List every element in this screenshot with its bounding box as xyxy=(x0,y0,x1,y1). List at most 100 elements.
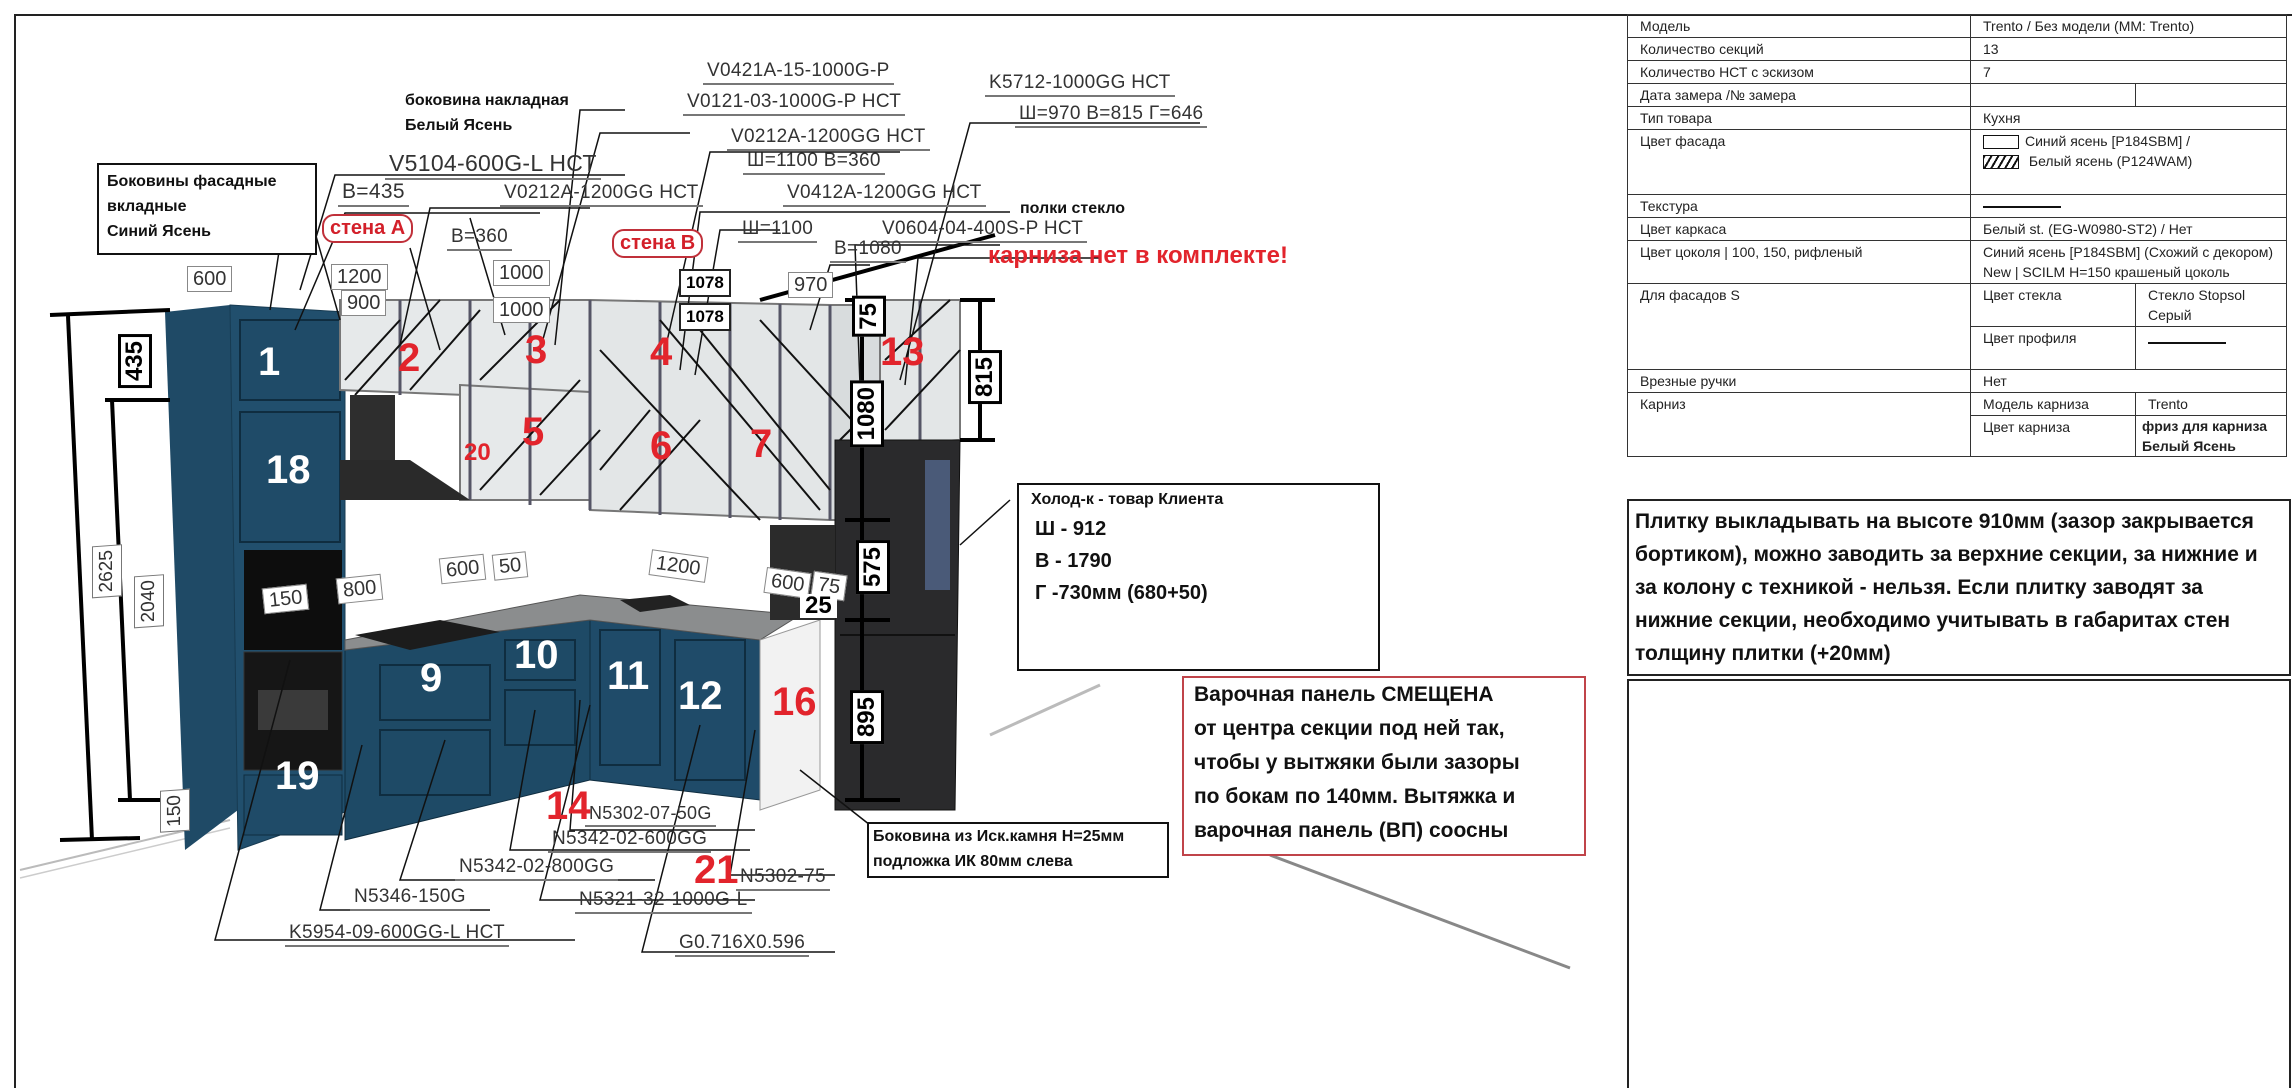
spec-key: Количество НСТ с эскизом xyxy=(1627,60,1971,84)
sink xyxy=(620,595,690,612)
spec-value: Белый st. (EG-W0980-ST2) / Нет xyxy=(1970,217,2287,241)
dim-1000-b: 1000 xyxy=(493,297,550,323)
label-v5104: V5104-600G-L НСТ xyxy=(385,150,601,180)
section-1-door xyxy=(239,319,341,401)
section-10: 10 xyxy=(514,633,559,677)
spec-row-texture: Текстура xyxy=(1627,194,2287,218)
spec-key: Текстура xyxy=(1627,194,1971,218)
no-cornice-note: карниза нет в комплекте! xyxy=(988,242,1288,269)
dim-800: 800 xyxy=(335,573,384,605)
upper-cabinets-wall-b xyxy=(589,298,831,522)
hob-offset-note: Варочная панель СМЕЩЕНА от центра секции… xyxy=(1182,676,1586,856)
facade-sides-line-1: Боковины фасадные xyxy=(107,173,277,190)
fridge-note-title: Холод-к - товар Клиента xyxy=(1031,491,1224,508)
spec-row-facade-color: Цвет фасада Синий ясень [P184SBM] / Белы… xyxy=(1627,129,2287,195)
hood-chimney xyxy=(350,395,395,460)
section-11: 11 xyxy=(607,654,650,698)
spec-table: Модель Trento / Без модели (MM: Trento) … xyxy=(1627,14,2287,457)
section-9: 9 xyxy=(420,656,443,700)
swatch-white-ash-hatch-icon xyxy=(1983,155,2019,170)
spec-value: 13 xyxy=(1970,37,2287,61)
label-v0412a: V0412A-1200GG НСТ xyxy=(783,182,986,207)
spec-value: Синий ясень [P184SBM] (Схожий с декором)… xyxy=(1970,240,2287,284)
oven-window xyxy=(258,690,328,730)
dim-1000-a: 1000 xyxy=(493,260,550,286)
hood xyxy=(340,460,470,500)
spec-subkey: Цвет профиля xyxy=(1970,326,2136,370)
dim-970: 970 xyxy=(788,272,834,298)
section-13: 13 xyxy=(880,330,925,374)
spec-key: Цвет каркаса xyxy=(1627,217,1971,241)
floor-line xyxy=(989,683,1101,737)
spec-row-plinth-color: Цвет цоколя | 100, 150, рифленый Синий я… xyxy=(1627,240,2287,284)
section-4: 4 xyxy=(650,330,673,374)
wall-b-tag: стена В xyxy=(612,229,704,258)
sheet-frame xyxy=(14,14,2292,1088)
label-shelves-glass: полки стекло xyxy=(1020,200,1126,217)
label-n5342-600: N5342-02-600GG xyxy=(548,828,712,853)
empty-dash xyxy=(1983,206,2061,209)
section-1: 1 xyxy=(258,340,281,384)
label-n5302-07: N5302-07-50G xyxy=(585,803,716,827)
section-16: 16 xyxy=(772,680,817,724)
label-n5302-75: N5302-75 xyxy=(736,866,830,891)
spec-row-sections: Количество секций 13 xyxy=(1627,37,2287,61)
facade-sides-note: Боковины фасадные вкладные Синий Ясень xyxy=(97,163,317,255)
spec-value: Синий ясень [P184SBM] / Белый ясень (P12… xyxy=(1970,129,2287,195)
dim-600-b: 600 xyxy=(438,553,487,585)
label-k5712: K5712-1000GG НСТ xyxy=(985,72,1175,97)
swatch-blue-ash-icon xyxy=(1983,135,2019,150)
label-w1100: Ш=1100 xyxy=(738,218,818,243)
fridge-screen xyxy=(925,460,950,590)
label-b360: В=360 xyxy=(447,226,512,251)
dim-1078-b: 1078 xyxy=(679,303,731,331)
label-v0604: V0604-04-400S-P НСТ xyxy=(878,218,1088,243)
tile-instruction-note: Плитку выкладывать на высоте 910мм (зазо… xyxy=(1627,499,2291,676)
empty-dash xyxy=(2148,342,2226,345)
label-v0212a-2: V0212A-1200GG НСТ xyxy=(727,126,930,151)
spec-key: Дата замера /№ замера xyxy=(1627,83,1971,107)
leader-lines-lower xyxy=(214,217,1011,953)
label-n5346: N5346-150G xyxy=(350,886,470,911)
spec-subkey: Цвет стекла xyxy=(1970,283,2136,327)
spec-row-nst: Количество НСТ с эскизом 7 xyxy=(1627,60,2287,84)
kitchen-drawing: V0421A-15-1000G-P V0121-03-1000G-P НСТ б… xyxy=(19,60,1586,970)
spec-key: Модель xyxy=(1627,14,1971,38)
tall-cabinet-side xyxy=(165,305,238,850)
section-18: 18 xyxy=(266,448,311,492)
spec-subvalue xyxy=(2135,326,2287,370)
kitchen-render xyxy=(19,109,1571,970)
label-bokovina-1: боковина накладная xyxy=(405,92,569,109)
spec-row-s-facades: Для фасадов S Цвет стекла Стекло Stopsol… xyxy=(1627,283,2287,370)
dim-1080: 1080 xyxy=(850,380,884,448)
section-12: 12 xyxy=(678,674,723,718)
dim-575: 575 xyxy=(856,540,890,595)
facade-color-2: Белый ясень (P124WAM) xyxy=(2028,153,2193,169)
spec-subkey: Цвет карниза xyxy=(1970,415,2136,457)
section-19: 19 xyxy=(275,754,320,798)
spec-key: Цвет цоколя | 100, 150, рифленый xyxy=(1627,240,1971,284)
section-18-door xyxy=(239,411,341,543)
section-5: 5 xyxy=(522,410,545,454)
spec-value-date xyxy=(1970,83,2136,107)
label-v0212a-1: V0212A-1200GG НСТ xyxy=(500,182,703,207)
section-3: 3 xyxy=(525,328,548,372)
section-7: 7 xyxy=(750,422,773,466)
spec-row-carcass-color: Цвет каркаса Белый st. (EG-W0980-ST2) / … xyxy=(1627,217,2287,241)
fridge-note-height: В - 1790 xyxy=(1035,550,1112,572)
spec-value-number xyxy=(2135,83,2287,107)
label-v0121: V0121-03-1000G-P НСТ xyxy=(683,91,906,116)
dim-50: 50 xyxy=(491,551,529,581)
cooktop xyxy=(355,620,500,650)
section-20: 20 xyxy=(464,439,491,466)
spec-row-product-type: Тип товара Кухня xyxy=(1627,106,2287,130)
dim-600: 600 xyxy=(187,266,233,292)
label-w1100-b360: Ш=1100 В=360 xyxy=(743,150,885,175)
stone-side-line-2: подложка ИК 80мм слева xyxy=(873,853,1073,870)
stone-side-line-1: Боковина из Иск.камня H=25мм xyxy=(873,828,1125,845)
spec-row-model: Модель Trento / Без модели (MM: Trento) xyxy=(1627,14,2287,38)
spec-subvalue: Trento xyxy=(2135,392,2287,416)
spec-key: Количество секций xyxy=(1627,37,1971,61)
dim-895: 895 xyxy=(850,690,884,745)
spec-key: Цвет фасада xyxy=(1627,129,1971,195)
